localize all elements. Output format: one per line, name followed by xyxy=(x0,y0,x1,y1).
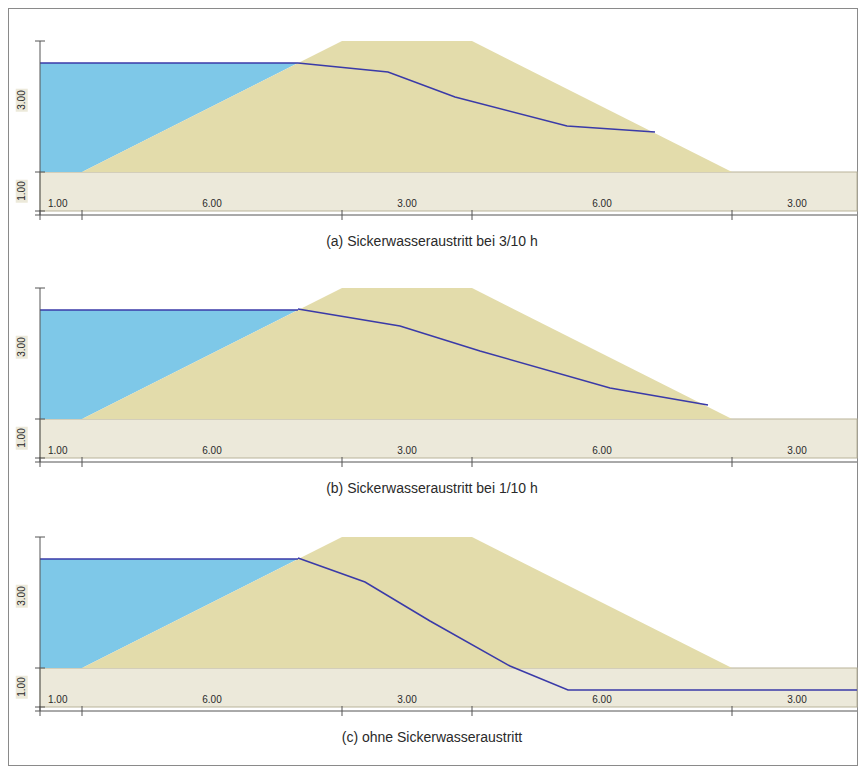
water-surface xyxy=(40,558,298,560)
seepage-line xyxy=(298,558,857,690)
length-dimension: 3.00 xyxy=(395,198,418,210)
seepage-line xyxy=(298,63,655,132)
axis-tick xyxy=(35,537,45,538)
vertical-axis xyxy=(40,537,41,711)
length-dimension: 6.00 xyxy=(200,198,223,210)
length-dimension: 6.00 xyxy=(590,445,613,457)
vertical-axis xyxy=(40,288,41,462)
axis-tick xyxy=(40,706,41,716)
axis-tick xyxy=(342,210,343,220)
height-dimension: 3.00 xyxy=(16,88,28,111)
axis-tick xyxy=(40,210,41,220)
axis-tick xyxy=(732,457,733,467)
height-dimension: 1.00 xyxy=(16,675,28,698)
water-surface xyxy=(40,309,298,311)
axis-tick xyxy=(732,210,733,220)
height-dimension: 3.00 xyxy=(16,584,28,607)
dam-panel xyxy=(35,288,857,467)
dam-body xyxy=(82,41,732,172)
axis-tick xyxy=(35,288,45,289)
foundation-layer xyxy=(40,172,857,211)
axis-tick xyxy=(82,457,83,467)
axis-tick xyxy=(342,457,343,467)
length-dimension: 6.00 xyxy=(590,198,613,210)
dam-panel xyxy=(35,537,857,716)
vertical-axis xyxy=(40,41,41,215)
length-dimension: 1.00 xyxy=(46,694,69,706)
height-dimension: 1.00 xyxy=(16,179,28,202)
axis-tick xyxy=(82,210,83,220)
length-dimension: 3.00 xyxy=(785,694,808,706)
horizontal-axis xyxy=(35,215,857,216)
dam-body xyxy=(82,288,732,419)
length-dimension: 3.00 xyxy=(785,198,808,210)
seepage-line xyxy=(298,309,708,405)
height-dimension: 3.00 xyxy=(16,335,28,358)
axis-tick xyxy=(342,706,343,716)
dam-panel xyxy=(35,41,857,220)
foundation-layer xyxy=(40,419,857,458)
length-dimension: 6.00 xyxy=(200,694,223,706)
axis-tick xyxy=(732,706,733,716)
axis-tick xyxy=(472,706,473,716)
foundation-layer xyxy=(40,668,857,707)
axis-tick xyxy=(35,41,45,42)
length-dimension: 6.00 xyxy=(200,445,223,457)
water-surface xyxy=(40,62,298,64)
length-dimension: 3.00 xyxy=(785,445,808,457)
axis-tick xyxy=(82,706,83,716)
axis-tick xyxy=(35,668,45,669)
frame xyxy=(9,9,858,766)
axis-tick xyxy=(472,210,473,220)
length-dimension: 1.00 xyxy=(46,445,69,457)
dam-body xyxy=(82,537,732,668)
height-dimension: 1.00 xyxy=(16,426,28,449)
axis-tick xyxy=(35,172,45,173)
horizontal-axis xyxy=(35,462,857,463)
panel-caption: (b) Sickerwasseraustritt bei 1/10 h xyxy=(323,480,541,497)
axis-tick xyxy=(472,457,473,467)
axis-tick xyxy=(40,457,41,467)
length-dimension: 1.00 xyxy=(46,198,69,210)
length-dimension: 6.00 xyxy=(590,694,613,706)
panel-caption: (a) Sickerwasseraustritt bei 3/10 h xyxy=(323,233,541,250)
axis-tick xyxy=(35,419,45,420)
length-dimension: 3.00 xyxy=(395,445,418,457)
length-dimension: 3.00 xyxy=(395,694,418,706)
panel-caption: (c) ohne Sickerwasseraustritt xyxy=(339,729,526,746)
horizontal-axis xyxy=(35,711,857,712)
